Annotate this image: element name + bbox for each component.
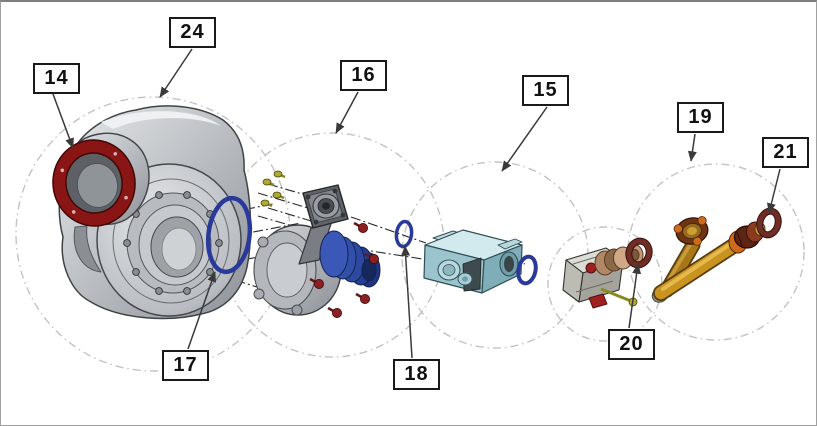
part-valve-block xyxy=(423,229,538,294)
yellow-fittings xyxy=(260,170,286,208)
part-o-ring-small xyxy=(394,219,414,249)
square-flange xyxy=(302,184,349,229)
part-elbow-pipe xyxy=(651,216,766,303)
part-fitting-bracket xyxy=(562,244,644,309)
leader-lines xyxy=(52,48,781,359)
leader-20 xyxy=(628,263,642,329)
callout-box-16: 16 xyxy=(340,60,387,91)
valve-o-ring xyxy=(516,254,538,286)
pipe-flange-fitting xyxy=(673,216,709,246)
leader-18 xyxy=(401,245,413,359)
leader-19 xyxy=(687,133,697,162)
callout-box-14: 14 xyxy=(33,63,80,94)
part-ring-gasket xyxy=(52,139,136,227)
callout-box-17: 17 xyxy=(162,350,209,381)
leader-16 xyxy=(335,91,359,134)
part-o-ring-large xyxy=(205,195,253,275)
part-gear-housing xyxy=(52,105,252,320)
leader-15 xyxy=(501,106,548,172)
callout-box-21: 21 xyxy=(762,137,809,168)
callout-box-18: 18 xyxy=(393,359,440,390)
part-adapter-assembly xyxy=(253,170,381,318)
leader-24 xyxy=(159,48,193,98)
callout-box-19: 19 xyxy=(677,102,724,133)
leader-17 xyxy=(187,271,217,350)
callout-box-24: 24 xyxy=(169,17,216,48)
group-circle-19 xyxy=(627,163,805,341)
red-screws xyxy=(309,221,379,318)
callout-box-15: 15 xyxy=(522,75,569,106)
callout-box-20: 20 xyxy=(608,329,655,360)
leader-21 xyxy=(766,168,781,214)
leader-14 xyxy=(52,93,74,149)
